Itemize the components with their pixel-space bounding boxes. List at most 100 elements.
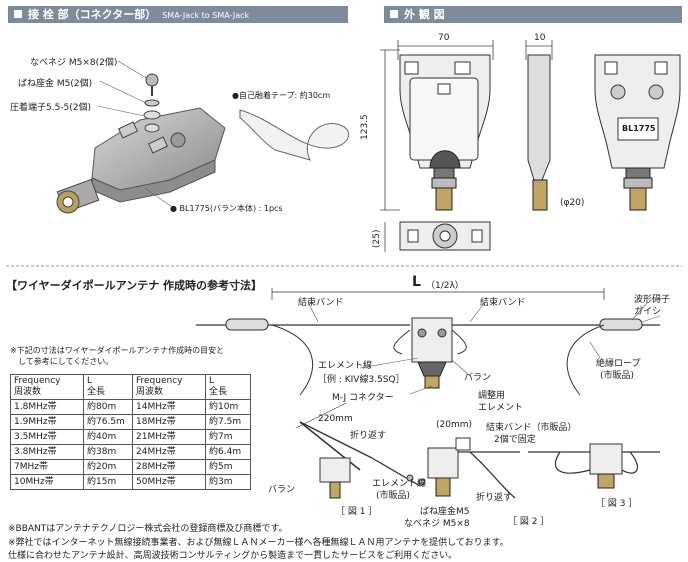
brand-plate: BL1775 xyxy=(622,124,656,133)
band-left-label: 結束バンド xyxy=(298,298,344,308)
fig2-band: 結束バンド（市販品） xyxy=(486,423,577,433)
table-cell: 約7.5m xyxy=(205,414,251,430)
dipole-diagram xyxy=(196,288,660,396)
wire-heading: 【ワイヤーダイポールアンテナ 作成時の参考寸法】 xyxy=(6,279,263,292)
fig2-band-2: 2個で固定 xyxy=(494,435,536,445)
fig1-wire: エレメント線 xyxy=(372,479,427,489)
table-cell: 約76.5m xyxy=(83,414,133,430)
tape-label: ●自己融着テープ: 約30cm xyxy=(232,91,331,100)
fig1-fold: 折り返す xyxy=(350,431,387,441)
fig2-caption: ［ 図 2 ］ xyxy=(508,517,550,527)
table-note: ※下記の寸法はワイヤーダイポールアンテナ作成時の目安と して参考にしてください。 xyxy=(10,346,225,366)
insulator-label: 波形碍子 xyxy=(634,295,671,305)
figure-3 xyxy=(528,443,660,489)
band-right-label: 結束バンド xyxy=(480,298,526,308)
square-bullet-icon xyxy=(14,10,22,18)
fig2-screw: なべネジ M5×8 xyxy=(404,519,470,529)
width-dim: 70 xyxy=(438,33,450,43)
center-balun xyxy=(411,317,453,389)
insulator-label-2: ガイシ xyxy=(634,307,662,317)
thickness-dim: (25) xyxy=(372,229,382,248)
figure-2 xyxy=(406,437,520,499)
table-cell: 21MHz帯 xyxy=(132,429,206,445)
dipole-leaders xyxy=(307,301,661,395)
screw-label: なべネジ M5×8(2個) xyxy=(30,58,118,68)
fig2-washer: ばね座金M5 xyxy=(420,507,470,517)
table-cell: 18MHz帯 xyxy=(132,414,206,430)
table-cell: 50MHz帯 xyxy=(132,474,206,490)
table-cell: 24MHz帯 xyxy=(132,444,206,460)
rope-label-2: (市販品) xyxy=(600,371,635,381)
mj-connector-label: M-J コネクター xyxy=(332,393,394,403)
front-view xyxy=(399,54,491,211)
fig2-fold: 折り返す xyxy=(476,493,513,503)
tape-drawing xyxy=(239,109,350,161)
table-cell: 約5m xyxy=(205,459,251,475)
footer-note-2: ※弊社ではインターネット無線接続事業者、および無線ＬＡＮメーカー様へ各種無線ＬＡ… xyxy=(8,538,509,548)
diameter-dim: (φ20) xyxy=(560,198,585,208)
square-bullet-icon xyxy=(390,10,398,18)
table-cell: 7MHz帯 xyxy=(10,459,84,475)
fig3-caption: ［ 図 3 ］ xyxy=(596,499,638,509)
side-view xyxy=(527,54,551,211)
length-label: L xyxy=(412,274,421,290)
table-cell: 約6.4m xyxy=(205,444,251,460)
connector-section-header: 接 栓 部（コネクター部） SMA-Jack to SMA-Jack xyxy=(8,6,348,23)
length-note: （1/2λ） xyxy=(426,281,464,291)
table-cell: 約10m xyxy=(205,399,251,415)
table-cell: 14MHz帯 xyxy=(132,399,206,415)
element-wire-label: エレメント線 xyxy=(318,361,373,371)
terminal-label: 圧着端子5.5-5(2個) xyxy=(10,103,92,113)
adjust-label-2: エレメント xyxy=(478,403,524,413)
table-cell: 約3m xyxy=(205,474,251,490)
connector-subtitle: SMA-Jack to SMA-Jack xyxy=(162,11,250,20)
bottom-view xyxy=(399,221,491,251)
depth-dim: 10 xyxy=(534,33,546,43)
table-cell: 1.9MHz帯 xyxy=(10,414,84,430)
table-cell: 約38m xyxy=(83,444,133,460)
header-cell: L 全長 xyxy=(205,374,251,400)
exterior-section-header: 外 観 図 xyxy=(384,6,682,23)
fig1-wire-2: (市販品) xyxy=(376,491,411,501)
fig2-length: (20mm) xyxy=(436,420,473,430)
table-cell: 約15m xyxy=(83,474,133,490)
table-header-row: Frequency 周波数 L 全長 Frequency 周波数 L 全長 xyxy=(10,374,251,400)
washer-label: ばね座金 M5(2個) xyxy=(18,79,93,89)
footer-note-1: ※BBANTはアンテナテクノロジー株式会社の登録商標及び商標です。 xyxy=(8,524,288,534)
header-cell: L 全長 xyxy=(83,374,133,400)
header-cell: Frequency 周波数 xyxy=(10,374,84,400)
fig1-balun: バラン xyxy=(268,485,296,495)
figure-1 xyxy=(295,402,421,499)
dimension-lines xyxy=(380,40,553,252)
header-cell: Frequency 周波数 xyxy=(132,374,206,400)
body-label: ● BL1775(バラン本体) : 1pcs xyxy=(170,204,283,213)
screws-washers xyxy=(143,73,161,133)
leader-lines xyxy=(97,60,173,208)
balun-3d-photo xyxy=(56,107,226,214)
fig1-caption: ［ 図 1 ］ xyxy=(336,507,378,517)
table-cell: 3.5MHz帯 xyxy=(10,429,84,445)
frequency-table: Frequency 周波数 L 全長 Frequency 周波数 L 全長 1.… xyxy=(10,374,251,490)
table-cell: 約7m xyxy=(205,429,251,445)
exterior-title: 外 観 図 xyxy=(404,8,445,21)
rope-label: 絶縁ロープ xyxy=(596,359,641,369)
rear-view xyxy=(594,54,681,211)
adjust-label: 調整用 xyxy=(478,391,506,401)
table-cell: 10MHz帯 xyxy=(10,474,84,490)
fig1-length: 220mm xyxy=(318,414,353,424)
height-dim: 123.5 xyxy=(360,114,370,140)
footer-note-3: 仕様に合わせたアンテナ設計、高周波技術コンサルティングから製造まで一貫したサービ… xyxy=(8,551,458,561)
connector-title: 接 栓 部（コネクター部） xyxy=(28,8,157,21)
table-cell: 1.8MHz帯 xyxy=(10,399,84,415)
table-cell: 28MHz帯 xyxy=(132,459,206,475)
table-cell: 約20m xyxy=(83,459,133,475)
table-cell: 3.8MHz帯 xyxy=(10,444,84,460)
element-example-label: ［例 : KIV線3.5SQ］ xyxy=(318,375,405,385)
